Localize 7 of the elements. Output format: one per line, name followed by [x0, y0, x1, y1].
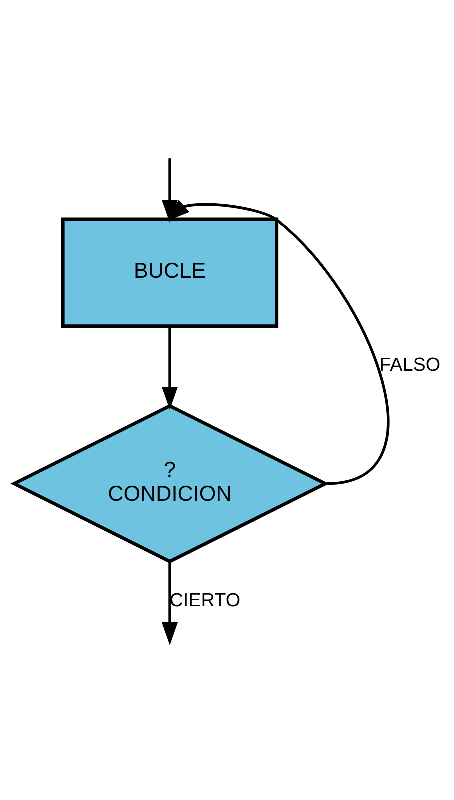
arrow — [166, 200, 389, 486]
arrow — [161, 562, 178, 646]
node-box: BUCLE — [60, 218, 278, 328]
edge-label: FALSO — [379, 355, 440, 376]
node-diamond: ? CONDICION — [10, 404, 329, 564]
arrow — [161, 326, 178, 410]
arrow — [161, 158, 190, 223]
